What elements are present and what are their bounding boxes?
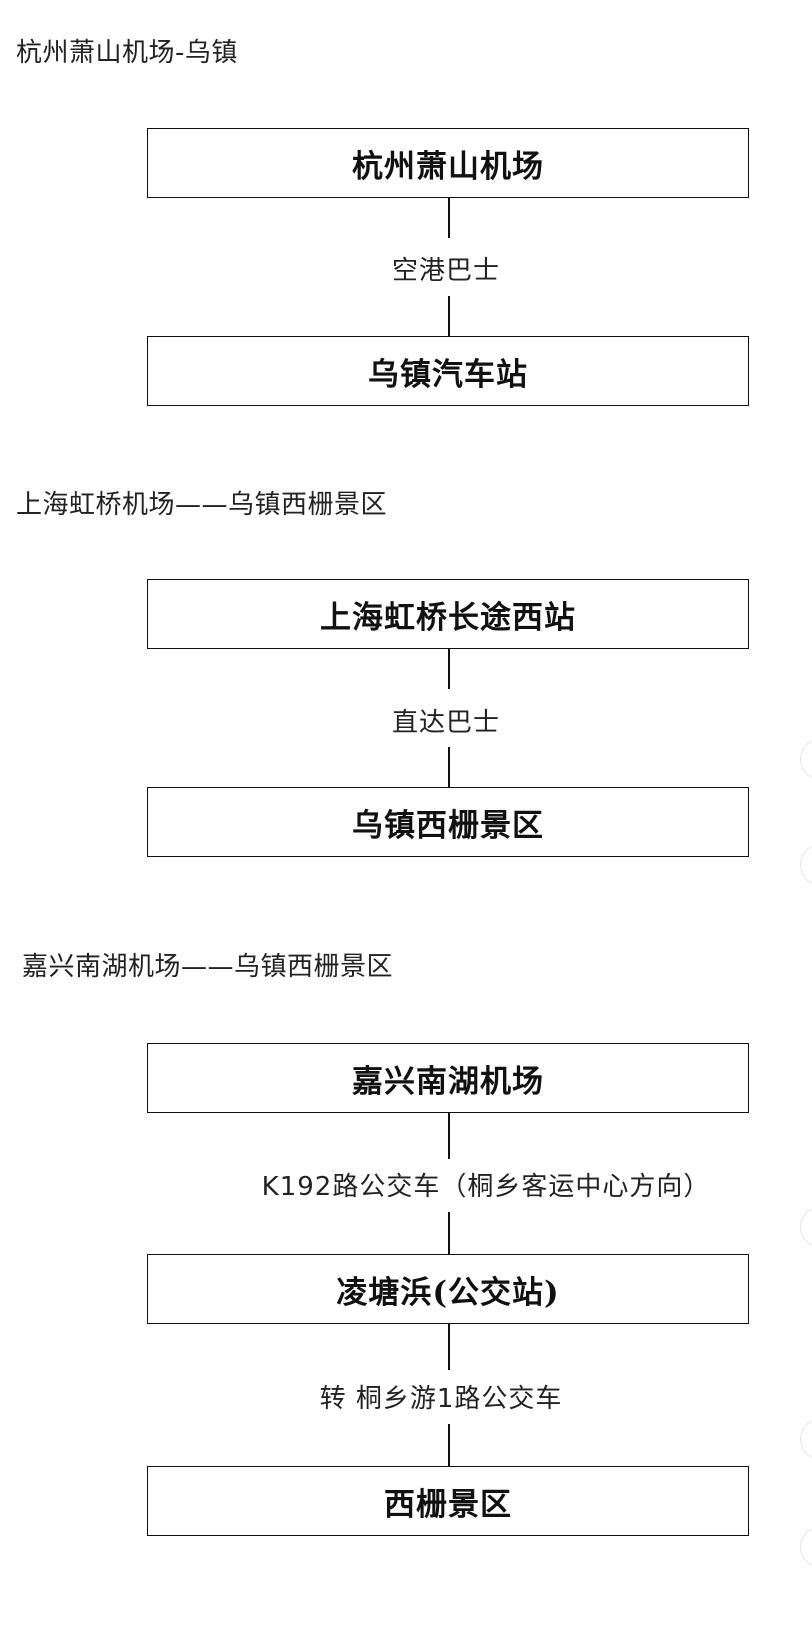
connector-line (448, 1212, 450, 1254)
section-title-hangzhou: 杭州萧山机场-乌镇 (16, 38, 238, 68)
margin-decoration (800, 738, 812, 780)
connector-line (448, 296, 450, 336)
connector-line (448, 198, 450, 238)
margin-decoration (800, 844, 812, 886)
node-lingtangbang-stop: 凌塘浜(公交站) (147, 1254, 749, 1324)
connector-line (448, 1324, 450, 1370)
node-wuzhen-bus-station: 乌镇汽车站 (147, 336, 749, 406)
connector-line (448, 1113, 450, 1159)
node-xizha-scenic-area: 西栅景区 (147, 1466, 749, 1536)
section-title-shanghai: 上海虹桥机场——乌镇西栅景区 (16, 490, 388, 520)
edge-label-airport-bus: 空港巴士 (391, 256, 500, 286)
margin-decoration (800, 1418, 812, 1460)
node-hongqiao-west-station: 上海虹桥长途西站 (147, 579, 749, 649)
connector-line (448, 649, 450, 689)
section-title-jiaxing: 嘉兴南湖机场——乌镇西栅景区 (22, 952, 394, 982)
node-hangzhou-airport: 杭州萧山机场 (147, 128, 749, 198)
margin-decoration (800, 1526, 812, 1568)
edge-label-tongxiang-1-bus: 转 桐乡游1路公交车 (319, 1384, 563, 1414)
edge-label-direct-bus: 直达巴士 (391, 708, 500, 738)
edge-label-k192-bus: K192路公交车（桐乡客运中心方向） (261, 1172, 711, 1202)
connector-line (448, 1424, 450, 1466)
node-jiaxing-airport: 嘉兴南湖机场 (147, 1043, 749, 1113)
margin-decoration (800, 1206, 812, 1248)
node-wuzhen-xizha: 乌镇西栅景区 (147, 787, 749, 857)
connector-line (448, 747, 450, 787)
